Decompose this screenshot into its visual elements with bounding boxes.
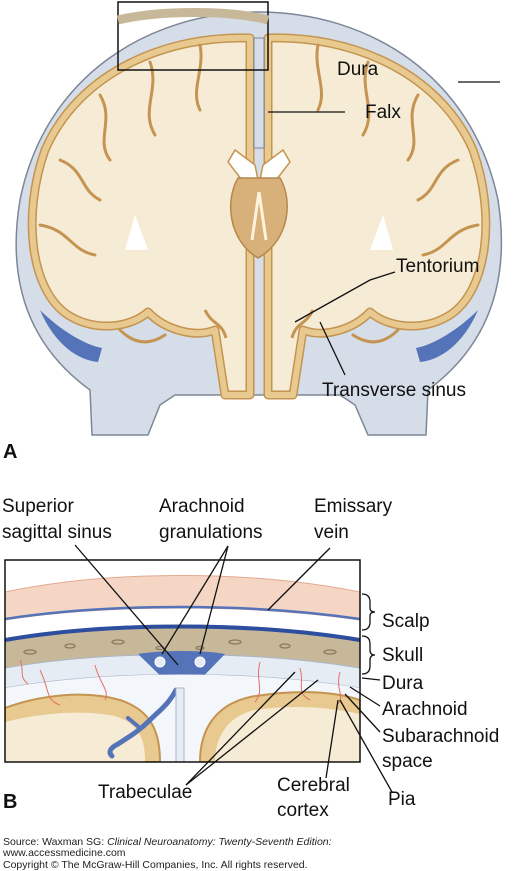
label-superior-sagittal-sinus-line1: Superior bbox=[2, 496, 74, 517]
label-dura-b: Dura bbox=[382, 673, 424, 694]
label-superior-sagittal-sinus-line2: sagittal sinus bbox=[2, 522, 112, 543]
label-subarachnoid-line2: space bbox=[382, 751, 433, 772]
label-dura-a: Dura bbox=[337, 59, 379, 80]
label-arachnoid: Arachnoid bbox=[382, 699, 468, 720]
falx bbox=[253, 37, 265, 149]
panel-b-illustration bbox=[4, 544, 393, 793]
panel-a-illustration bbox=[15, 1, 503, 436]
panel-letter-b: B bbox=[3, 791, 17, 813]
scalp-brace bbox=[361, 593, 376, 631]
label-emissary-vein-line2: vein bbox=[314, 522, 349, 543]
left-temporal-horn bbox=[125, 215, 148, 250]
label-subarachnoid-line1: Subarachnoid bbox=[382, 726, 499, 747]
label-scalp: Scalp bbox=[382, 611, 430, 632]
thalamus bbox=[229, 177, 288, 259]
inset-box bbox=[117, 1, 269, 71]
cerebral-vein bbox=[107, 687, 179, 759]
transverse-sinus-right bbox=[416, 310, 478, 362]
label-skull: Skull bbox=[382, 645, 423, 666]
periosteum-line bbox=[5, 624, 360, 642]
label-pia: Pia bbox=[388, 789, 416, 810]
label-tentorium: Tentorium bbox=[396, 256, 479, 277]
right-temporal-horn bbox=[370, 215, 393, 250]
skull-brace bbox=[361, 635, 376, 675]
source-line: Source: Waxman SG: Clinical Neuroanatomy… bbox=[3, 836, 332, 848]
panel-letter-a: A bbox=[3, 441, 17, 463]
label-arachnoid-granulations-line1: Arachnoid bbox=[159, 496, 245, 517]
source-url: www.accessmedicine.com bbox=[2, 847, 126, 859]
label-falx: Falx bbox=[365, 102, 401, 123]
label-transverse-sinus: Transverse sinus bbox=[322, 380, 466, 401]
label-cerebral-cortex-line2: cortex bbox=[277, 800, 329, 821]
source-title: Clinical Neuroanatomy: Twenty-Seventh Ed… bbox=[107, 836, 332, 848]
label-emissary-vein-line1: Emissary bbox=[314, 496, 393, 517]
source-copyright: Copyright © The McGraw-Hill Companies, I… bbox=[3, 859, 308, 871]
panel-b-frame bbox=[4, 559, 361, 763]
label-trabeculae: Trabeculae bbox=[98, 782, 192, 803]
label-arachnoid-granulations-line2: granulations bbox=[159, 522, 263, 543]
label-cerebral-cortex-line1: Cerebral bbox=[277, 775, 350, 796]
transverse-sinus-left bbox=[40, 310, 102, 362]
source-prefix: Source: Waxman SG: bbox=[3, 836, 107, 848]
